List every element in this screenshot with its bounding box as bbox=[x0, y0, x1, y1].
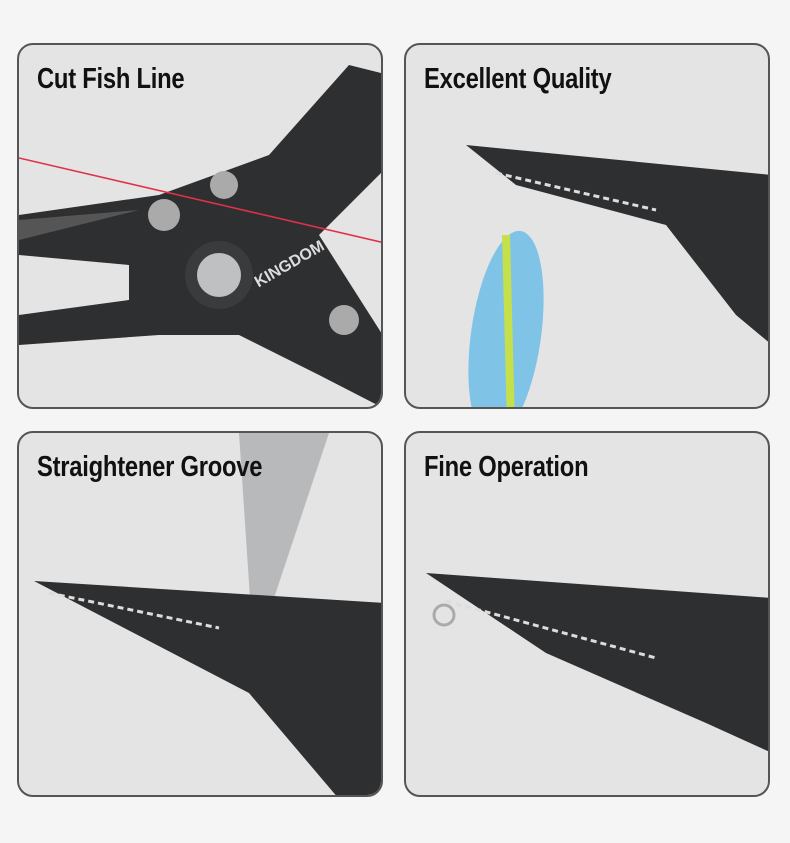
pliers-groove-image bbox=[34, 433, 381, 795]
pliers-lure-image bbox=[466, 145, 768, 407]
panel-title: Cut Fish Line bbox=[37, 63, 185, 95]
panel-cut-fish-line: Cut Fish Line KINGDOM bbox=[17, 43, 383, 409]
panel-straightener-groove: Straightener Groove bbox=[17, 431, 383, 797]
panel-title: Fine Operation bbox=[424, 451, 589, 483]
panel-fine-operation: Fine Operation bbox=[404, 431, 770, 797]
panel-excellent-quality: Excellent Quality bbox=[404, 43, 770, 409]
pliers-tip-image bbox=[426, 573, 768, 752]
pliers-cutter-image: KINGDOM bbox=[19, 65, 381, 407]
panel-title: Straightener Groove bbox=[37, 451, 263, 483]
panel-title: Excellent Quality bbox=[424, 63, 612, 95]
